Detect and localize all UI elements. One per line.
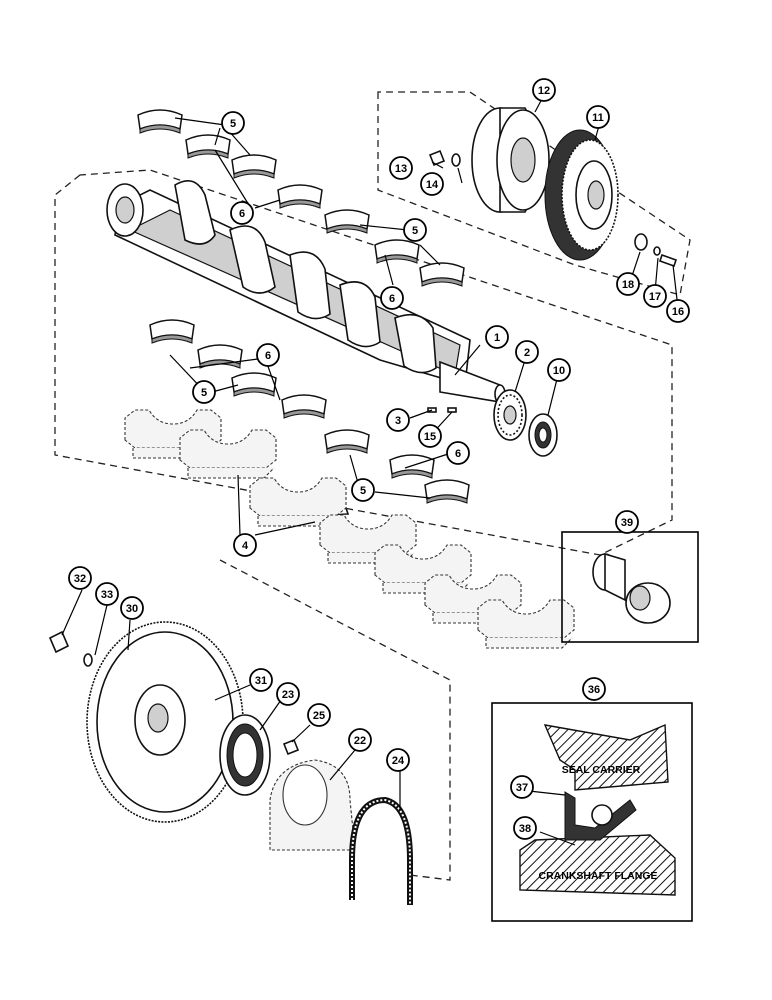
svg-text:4: 4 — [242, 540, 249, 552]
svg-text:6: 6 — [239, 208, 245, 220]
callout-17: 17 — [643, 284, 667, 308]
callout-5a: 5 — [221, 111, 245, 135]
svg-text:3: 3 — [395, 415, 401, 427]
svg-text:10: 10 — [553, 365, 565, 377]
svg-text:38: 38 — [519, 823, 531, 835]
flywheel — [86, 621, 244, 823]
dashed-outline-damper-group — [377, 91, 691, 296]
svg-text:36: 36 — [588, 684, 600, 696]
svg-text:30: 30 — [126, 603, 138, 615]
callout-24: 24 — [386, 748, 410, 772]
callout-25: 25 — [307, 703, 331, 727]
svg-text:37: 37 — [516, 782, 528, 794]
svg-text:24: 24 — [392, 755, 405, 767]
callout-15: 15 — [418, 424, 442, 448]
rear-gasket — [349, 796, 413, 905]
callout-5b: 5 — [403, 218, 427, 242]
svg-text:18: 18 — [622, 279, 634, 291]
svg-text:5: 5 — [230, 118, 236, 130]
svg-text:6: 6 — [389, 293, 395, 305]
callout-6d: 6 — [446, 441, 470, 465]
crankshaft-flange-label: CRANKSHAFT FLANGE — [539, 870, 658, 882]
svg-text:11: 11 — [592, 112, 604, 124]
svg-text:32: 32 — [74, 573, 86, 585]
callout-36: 36 — [582, 677, 606, 701]
callout-13: 13 — [389, 156, 413, 180]
callout-3: 3 — [386, 408, 410, 432]
svg-text:23: 23 — [282, 689, 294, 701]
callout-11: 11 — [586, 105, 610, 129]
callout-6b: 6 — [380, 286, 404, 310]
rear-seal — [219, 714, 271, 796]
inset-box-39 — [561, 531, 699, 643]
crankshaft-gear — [493, 389, 527, 441]
flywheel-bolt-washer — [48, 630, 93, 667]
callout-2: 2 — [515, 340, 539, 364]
svg-text:2: 2 — [524, 347, 530, 359]
crankshaft — [106, 179, 506, 404]
svg-text:25: 25 — [313, 710, 325, 722]
callout-14: 14 — [420, 172, 444, 196]
callout-31: 31 — [249, 668, 273, 692]
callout-12: 12 — [532, 78, 556, 102]
callout-1: 1 — [485, 325, 509, 349]
callout-16: 16 — [666, 299, 690, 323]
callout-5c: 5 — [192, 380, 216, 404]
callout-22: 22 — [348, 728, 372, 752]
svg-text:22: 22 — [354, 735, 366, 747]
callout-30: 30 — [120, 596, 144, 620]
svg-text:14: 14 — [426, 179, 439, 191]
callout-32: 32 — [68, 566, 92, 590]
callout-5d: 5 — [351, 478, 375, 502]
callout-10: 10 — [547, 358, 571, 382]
damper — [544, 129, 619, 261]
front-seal — [528, 413, 558, 457]
callout-6c: 6 — [256, 343, 280, 367]
svg-text:5: 5 — [360, 485, 366, 497]
svg-text:15: 15 — [424, 431, 436, 443]
sleeve-and-tool — [592, 552, 671, 624]
svg-text:17: 17 — [649, 291, 661, 303]
callout-39: 39 — [615, 510, 639, 534]
pulley — [471, 107, 550, 213]
callout-18: 18 — [616, 272, 640, 296]
keys — [427, 407, 457, 413]
svg-text:6: 6 — [265, 350, 271, 362]
svg-text:33: 33 — [101, 589, 113, 601]
callout-37: 37 — [510, 775, 534, 799]
inset-box-36 — [491, 702, 693, 922]
seal-cross-section — [519, 723, 676, 896]
svg-text:16: 16 — [672, 306, 684, 318]
carrier-bolt — [282, 738, 300, 756]
svg-text:13: 13 — [395, 163, 407, 175]
svg-text:5: 5 — [412, 225, 418, 237]
seal-carrier-label: SEAL CARRIER — [562, 764, 641, 776]
dashed-outline-crankshaft-group — [54, 169, 673, 556]
svg-text:6: 6 — [455, 448, 461, 460]
svg-text:5: 5 — [201, 387, 207, 399]
callout-6a: 6 — [230, 201, 254, 225]
svg-text:31: 31 — [255, 675, 267, 687]
svg-text:39: 39 — [621, 517, 633, 529]
callout-33: 33 — [95, 582, 119, 606]
pulley-bolt-washer — [428, 149, 461, 167]
callout-4: 4 — [233, 533, 257, 557]
callout-38: 38 — [513, 816, 537, 840]
seal-carrier — [269, 759, 356, 851]
svg-text:12: 12 — [538, 85, 550, 97]
callout-23: 23 — [276, 682, 300, 706]
damper-bolt-washer — [634, 233, 678, 268]
svg-text:1: 1 — [494, 332, 500, 344]
